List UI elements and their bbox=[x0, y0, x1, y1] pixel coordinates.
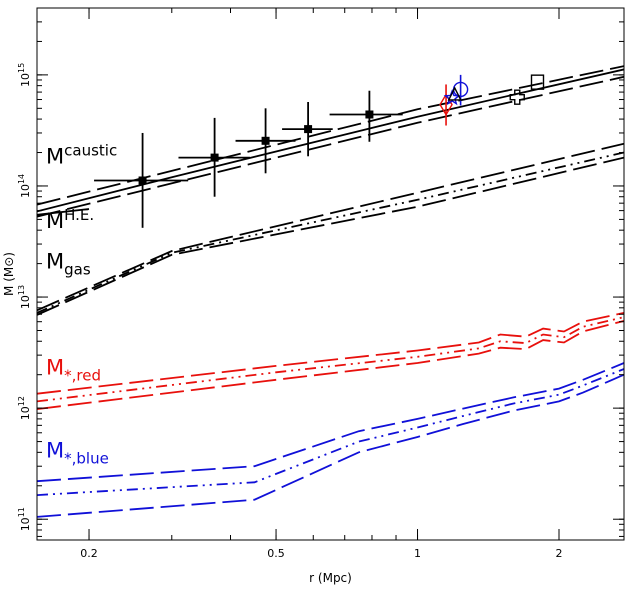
y-tick-label: 1015 bbox=[17, 63, 32, 87]
series-line-gas_c bbox=[37, 151, 624, 314]
data-point-marker bbox=[210, 153, 219, 162]
curve-label-blue: M*,blue bbox=[46, 438, 109, 467]
y-axis-title: M (M⊙) bbox=[2, 252, 16, 296]
y-tick-label: 1014 bbox=[17, 174, 32, 198]
data-point-1 bbox=[94, 132, 189, 228]
y-tick-exp: 13 bbox=[17, 285, 26, 295]
curve-label-sup: H.E. bbox=[64, 206, 94, 224]
y-tick-base: 10 bbox=[19, 184, 32, 198]
curve-label-base: M bbox=[46, 438, 64, 462]
y-tick-exp: 12 bbox=[17, 396, 26, 406]
series-layer bbox=[37, 65, 624, 518]
points-layer bbox=[94, 90, 403, 228]
series-line-blue_up bbox=[37, 362, 624, 483]
y-tick-label-text: 1012 bbox=[17, 396, 32, 420]
data-point-marker bbox=[261, 136, 270, 145]
data-point-5 bbox=[329, 90, 403, 142]
x-tick-label: 1 bbox=[414, 547, 421, 560]
series-line-red_lo bbox=[37, 320, 624, 410]
series-line-red_up bbox=[37, 312, 624, 395]
y-tick-label: 1013 bbox=[17, 285, 32, 309]
series-line-caustic_lo bbox=[37, 75, 624, 218]
data-point-marker bbox=[365, 110, 374, 119]
y-tick-label-text: 1015 bbox=[17, 63, 32, 87]
plus-icon bbox=[509, 89, 525, 105]
y-tick-exp: 14 bbox=[17, 174, 26, 184]
marker-diamond bbox=[439, 84, 453, 126]
y-tick-exp: 11 bbox=[17, 507, 26, 517]
curve-label-he: MH.E. bbox=[46, 206, 94, 233]
series-line-caustic bbox=[37, 68, 624, 213]
y-tick-label: 1011 bbox=[17, 507, 32, 531]
markers-layer bbox=[439, 74, 545, 126]
y-tick-label-text: 1013 bbox=[17, 285, 32, 309]
diamond-icon bbox=[439, 93, 453, 116]
x-tick-label: 2 bbox=[556, 547, 563, 560]
curve-label-sub: *,blue bbox=[64, 449, 109, 467]
marker-triangle bbox=[447, 86, 462, 101]
curve-label-caustic: Mcaustic bbox=[46, 141, 117, 168]
data-point-marker bbox=[304, 125, 313, 134]
x-tick-label: 0.2 bbox=[80, 547, 98, 560]
x-axis-title: r (Mpc) bbox=[309, 571, 352, 585]
curve-label-sub: *,red bbox=[64, 367, 101, 385]
curve-label-base: M bbox=[46, 250, 64, 274]
series-line-he bbox=[37, 208, 90, 216]
triangle-icon bbox=[447, 86, 462, 101]
y-tick-base: 10 bbox=[19, 73, 32, 87]
curve-label-base: M bbox=[46, 356, 64, 380]
series-line-red_c bbox=[37, 316, 624, 403]
curve-label-gas: Mgas bbox=[46, 250, 91, 279]
y-tick-base: 10 bbox=[19, 406, 32, 420]
x-tick-label: 0.5 bbox=[267, 547, 285, 560]
data-point-2 bbox=[178, 117, 250, 197]
curve-label-base: M bbox=[46, 144, 64, 168]
y-tick-base: 10 bbox=[19, 517, 32, 531]
curve-label-sup: caustic bbox=[64, 141, 117, 159]
data-point-3 bbox=[235, 108, 296, 174]
marker-cross bbox=[509, 89, 525, 105]
marker-square bbox=[530, 74, 545, 90]
series-line-gas_up bbox=[37, 142, 624, 312]
data-point-4 bbox=[282, 101, 333, 157]
curve-label-sub: gas bbox=[64, 261, 91, 279]
curve-label-red: M*,red bbox=[46, 356, 101, 385]
series-line-blue_lo bbox=[37, 373, 624, 518]
y-tick-label-text: 1011 bbox=[17, 507, 32, 531]
y-tick-label: 1012 bbox=[17, 396, 32, 420]
curve-label-base: M bbox=[46, 209, 64, 233]
plot-frame bbox=[36, 7, 625, 541]
data-point-marker bbox=[138, 176, 147, 185]
y-tick-exp: 15 bbox=[17, 63, 26, 73]
series-line-caustic_up bbox=[37, 65, 624, 206]
square-icon bbox=[530, 74, 545, 90]
series-line-gas_lo bbox=[37, 156, 624, 316]
series-line-blue_c bbox=[37, 368, 624, 496]
y-tick-base: 10 bbox=[19, 295, 32, 309]
y-tick-label-text: 1014 bbox=[17, 174, 32, 198]
